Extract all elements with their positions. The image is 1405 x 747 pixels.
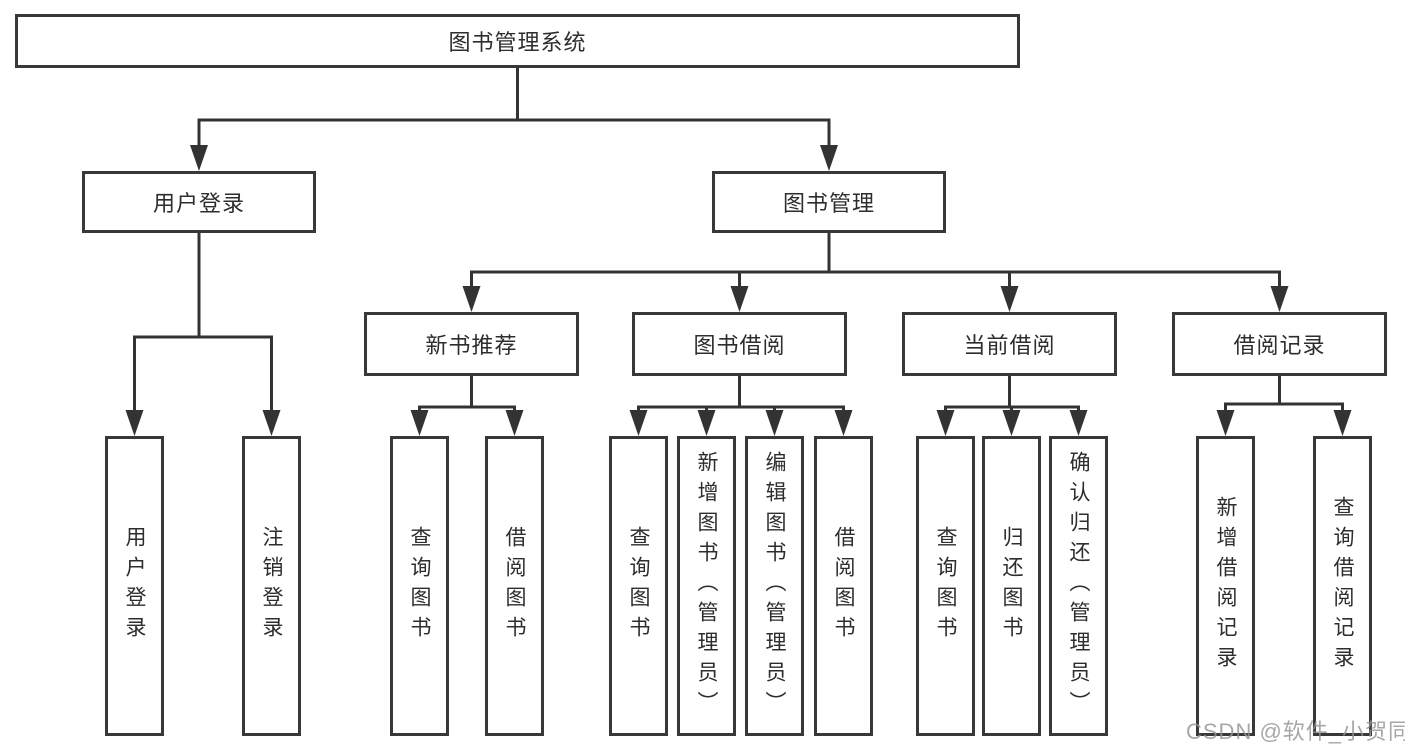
- leaf-edit-book-admin: 编辑图书（管理员）: [745, 436, 804, 736]
- node-label: 借阅图书: [503, 526, 526, 646]
- node-label: 新增借阅记录: [1214, 496, 1237, 676]
- leaf-query-books-recommend: 查询图书: [390, 436, 449, 736]
- node-label: 查询图书: [408, 526, 431, 646]
- leaf-return-books: 归还图书: [982, 436, 1041, 736]
- node-label: 确认归还（管理员）: [1067, 451, 1090, 721]
- node-label: 查询图书: [627, 526, 650, 646]
- leaf-logout: 注销登录: [242, 436, 301, 736]
- node-label: 图书管理系统: [448, 30, 587, 55]
- node-label: 注销登录: [260, 526, 283, 646]
- leaf-user-login: 用户登录: [105, 436, 164, 736]
- arrowheads: [125, 145, 1352, 436]
- node-new-book-recommendation: 新书推荐: [364, 312, 579, 376]
- node-current-borrowing: 当前借阅: [902, 312, 1117, 376]
- node-label: 编辑图书（管理员）: [763, 451, 786, 721]
- node-book-management: 图书管理: [712, 171, 946, 233]
- leaf-borrow-books: 借阅图书: [814, 436, 873, 736]
- node-label: 当前借阅: [963, 333, 1056, 358]
- node-label: 查询借阅记录: [1331, 496, 1354, 676]
- node-library-system-root: 图书管理系统: [15, 14, 1020, 68]
- leaf-add-borrow-record: 新增借阅记录: [1196, 436, 1255, 736]
- node-label: 借阅图书: [832, 526, 855, 646]
- leaf-query-books-borrowing: 查询图书: [609, 436, 668, 736]
- node-label: 图书管理: [782, 191, 875, 216]
- node-label: 归还图书: [1000, 526, 1023, 646]
- leaf-query-books-current: 查询图书: [916, 436, 975, 736]
- node-label: 查询图书: [934, 526, 957, 646]
- node-label: 用户登录: [152, 191, 245, 216]
- node-book-borrowing: 图书借阅: [632, 312, 847, 376]
- node-borrowing-records: 借阅记录: [1172, 312, 1387, 376]
- watermark: CSDN @软件_小贺同学: [1186, 719, 1405, 744]
- node-label: 借阅记录: [1233, 333, 1326, 358]
- leaf-borrow-books-recommend: 借阅图书: [485, 436, 544, 736]
- node-label: 用户登录: [123, 526, 146, 646]
- node-user-login: 用户登录: [82, 171, 316, 233]
- node-label: 图书借阅: [693, 333, 786, 358]
- node-label: 新增图书（管理员）: [695, 451, 718, 721]
- leaf-query-borrow-record: 查询借阅记录: [1313, 436, 1372, 736]
- leaf-confirm-return-admin: 确认归还（管理员）: [1049, 436, 1108, 736]
- node-label: 新书推荐: [425, 333, 518, 358]
- leaf-add-book-admin: 新增图书（管理员）: [677, 436, 736, 736]
